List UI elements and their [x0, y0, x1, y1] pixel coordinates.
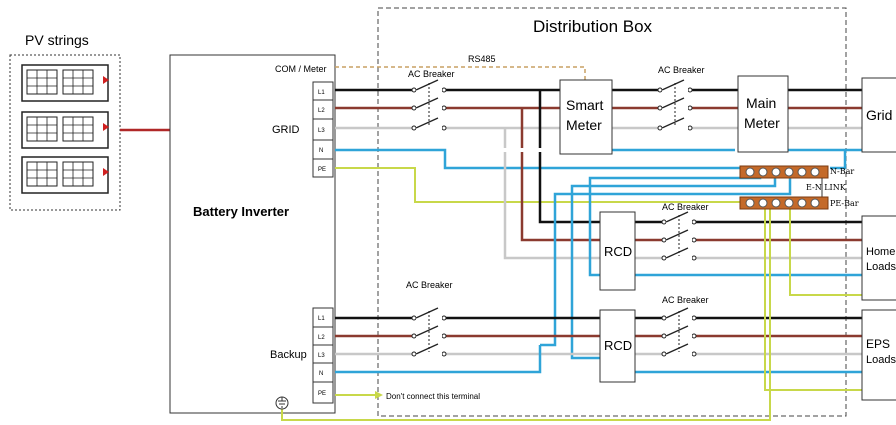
pe-bar: PE-Bar: [739, 196, 859, 210]
distribution-box-title: Distribution Box: [533, 17, 653, 36]
backup-terminal-l2: L2: [318, 335, 325, 341]
backup-terminal-block: L1 L2 L3 N PE: [312, 307, 334, 404]
grid-ac-breaker-label: AC Breaker: [408, 69, 455, 79]
pv-panel-icon: [21, 156, 109, 194]
smart-meter-label-line2: Meter: [566, 117, 602, 133]
home-loads-label-line2: Loads: [866, 261, 896, 273]
grid-terminal-l3: L3: [318, 128, 325, 134]
eps-ac-breaker: AC Breaker: [661, 295, 709, 358]
pv-panel-icon: [21, 111, 109, 149]
smart-meter-label-line1: Smart: [566, 97, 603, 113]
pv-panel-icon: [21, 64, 109, 102]
n-bar-label: N-Bar: [830, 167, 854, 176]
main-meter-label-line2: Meter: [744, 115, 780, 131]
rs485-cable: [335, 66, 586, 80]
n-bar: N-Bar: [739, 165, 854, 179]
backup-terminal-l3: L3: [318, 353, 325, 359]
rs485-label: RS485: [468, 54, 496, 64]
pe-arrowhead-icon: [375, 391, 383, 399]
ground-icon: [275, 396, 289, 410]
eps-rcd-label: RCD: [604, 338, 632, 353]
eps-pe-out: [764, 205, 862, 391]
home-l1-tap: [538, 90, 600, 224]
grid-terminal-pe: PE: [318, 167, 326, 173]
backup-ac-breaker: AC Breaker: [406, 280, 453, 358]
en-link-label: E-N LINK: [806, 183, 847, 192]
grid-neutral-wire: [335, 148, 862, 170]
dont-connect-note: Don't connect this terminal: [386, 392, 480, 401]
smart-meter: Smart Meter: [559, 79, 613, 155]
backup-terminal-l1: L1: [318, 316, 325, 322]
home-loads-box: Home Loads: [861, 215, 896, 301]
grid-pe-wire: [335, 167, 740, 203]
eps-ac-breaker-label: AC Breaker: [662, 295, 709, 305]
com-meter-label: COM / Meter: [275, 64, 327, 74]
backup-terminal-pe: PE: [318, 391, 326, 397]
main-ac-breaker-label: AC Breaker: [658, 65, 705, 75]
grid-terminal-l1: L1: [318, 90, 325, 96]
distribution-box-outline: [377, 7, 847, 417]
home-rcd-label: RCD: [604, 244, 632, 259]
main-meter-label-line1: Main: [746, 95, 776, 111]
eps-rcd: RCD: [599, 309, 636, 383]
home-ac-breaker: AC Breaker: [661, 202, 709, 262]
grid-connection-box: Grid: [861, 77, 896, 153]
grid-terminal-block: L1 L2 L3 N PE: [312, 81, 334, 178]
home-pe-out: [789, 205, 862, 296]
backup-port-label: Backup: [270, 349, 307, 361]
backup-terminal-n: N: [319, 371, 323, 377]
pe-bar-label: PE-Bar: [830, 199, 859, 208]
grid-terminal-n: N: [319, 148, 323, 154]
neutral-bus-eps: [570, 173, 777, 360]
grid-terminal-l2: L2: [318, 108, 325, 114]
eps-loads-label-line2: Loads: [866, 354, 896, 366]
pv-strings-box: [9, 54, 121, 211]
battery-inverter-box: [169, 54, 336, 414]
battery-inverter-title: Battery Inverter: [193, 204, 289, 219]
ground-return-wire: [281, 205, 771, 421]
main-meter: Main Meter: [737, 75, 789, 153]
home-ac-breaker-label: AC Breaker: [662, 202, 709, 212]
home-loads-label-line1: Home: [866, 246, 895, 258]
grid-ac-breaker: AC Breaker: [408, 69, 455, 132]
backup-ac-breaker-label: AC Breaker: [406, 280, 453, 290]
backup-n-wire: [335, 345, 862, 374]
grid-port-label: GRID: [272, 124, 300, 136]
pv-strings-title: PV strings: [25, 32, 89, 48]
eps-loads-box: EPS Loads: [861, 309, 896, 401]
home-l3-tap: [503, 128, 600, 260]
eps-loads-label-line1: EPS: [866, 337, 890, 351]
wire-crossing-bumps: [500, 148, 545, 152]
main-ac-breaker: AC Breaker: [657, 65, 705, 132]
grid-connection-label: Grid: [866, 107, 892, 123]
neutral-bus-ext: [540, 173, 792, 347]
home-rcd: RCD: [599, 211, 636, 291]
